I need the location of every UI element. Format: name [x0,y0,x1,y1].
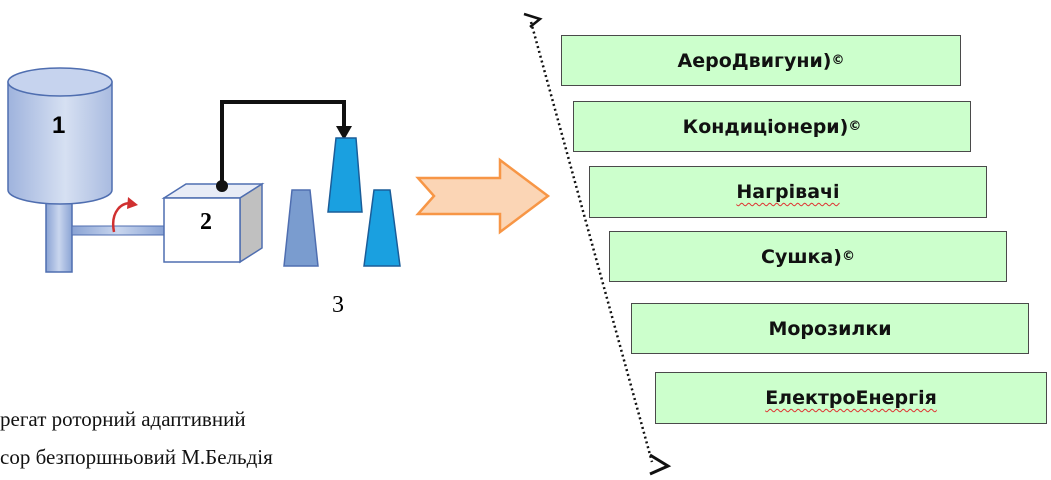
copyright-mark: © [831,53,845,68]
nozzle-light [283,189,319,267]
feed-line [220,100,346,186]
application-box-freezers: Морозилки [631,303,1029,354]
dotted-line-end-icon [649,453,672,476]
tank [7,67,165,273]
nozzle-dark-upper [327,137,363,213]
application-label: Сушка) [761,245,842,268]
application-box-aero-engines: АероДвигуни)© [561,35,961,86]
feed-line-arrow-icon [336,126,352,140]
application-box-air-conditioners: Кондиціонери)© [573,101,971,152]
application-box-electric-power: ЕлектроЕнергія [655,372,1047,424]
tank-label: 1 [52,112,66,139]
connecting-pipe [71,225,165,236]
nozzle-label: 3 [332,292,344,318]
transform-arrow-icon [415,157,551,235]
caption-line-2: сор безпоршньовий М.Бельдія [0,445,273,469]
caption-line-1: регат роторний адаптивний [0,407,246,431]
tank-top [7,67,113,97]
dotted-line-start-icon [523,12,543,28]
application-label: Морозилки [768,317,892,340]
application-label: ЕлектроЕнергія [765,387,937,409]
dotted-trend-line [529,21,654,463]
application-box-drying: Сушка)© [609,231,1007,282]
copyright-mark: © [848,119,862,134]
compressor-cube [161,182,265,264]
application-label: АероДвигуни) [677,49,832,72]
rotation-arrow-head-icon [127,197,138,209]
nozzle-dark-lower [363,189,401,267]
application-label: Кондиціонери) [682,115,849,138]
copyright-mark: © [841,249,855,264]
application-label: Нагрівачі [736,181,840,203]
feed-line-junction [216,180,228,192]
application-box-heaters: Нагрівачі [589,166,987,218]
compressor-label: 2 [200,209,212,235]
tank-body [7,81,113,205]
